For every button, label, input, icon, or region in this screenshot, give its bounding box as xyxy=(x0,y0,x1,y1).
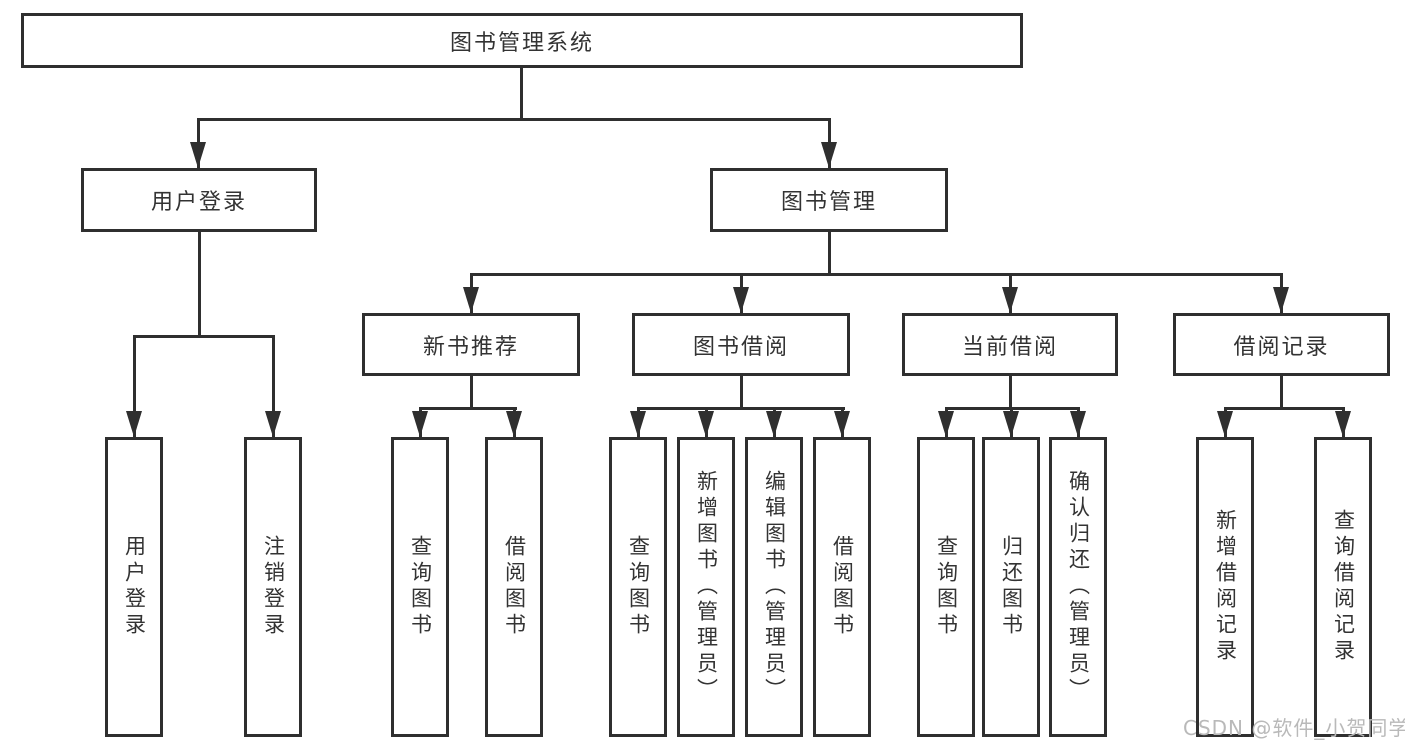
arrowhead-leaf-bb-edit xyxy=(766,411,782,437)
connector-to-leaf-login xyxy=(133,335,136,437)
connector-current-borrowing-stem xyxy=(1009,376,1012,407)
connector-new-book-rec-stem xyxy=(470,376,473,407)
node-book-borrowing: 图书借阅 xyxy=(632,313,850,376)
leaf-rec-query-books: 查询图书 xyxy=(391,437,449,737)
arrowhead-leaf-cb-return xyxy=(1003,411,1019,437)
connector-book-borrowing-stem xyxy=(740,376,743,407)
arrowhead-leaf-rec-query xyxy=(412,411,428,437)
arrowhead-leaf-cb-query xyxy=(938,411,954,437)
connector-new-book-rec-distributor xyxy=(419,407,517,410)
arrowhead-book-management xyxy=(821,142,837,168)
arrowhead-leaf-bb-query xyxy=(630,411,646,437)
leaf-br-query-record: 查询借阅记录 xyxy=(1314,437,1372,737)
leaf-cb-query-books: 查询图书 xyxy=(917,437,975,737)
node-book-management: 图书管理 xyxy=(710,168,948,232)
connector-root-stem xyxy=(520,68,523,118)
arrowhead-new-book-rec xyxy=(463,287,479,313)
arrowhead-leaf-login xyxy=(126,411,142,437)
node-new-book-recommendation: 新书推荐 xyxy=(362,313,580,376)
connector-root-distributor xyxy=(197,118,831,121)
connector-borrowing-records-distributor xyxy=(1224,407,1345,410)
leaf-bb-edit-books-admin: 编辑图书（管理员） xyxy=(745,437,803,737)
arrowhead-leaf-logout xyxy=(265,411,281,437)
leaf-bb-add-books-admin: 新增图书（管理员） xyxy=(677,437,735,737)
arrowhead-leaf-br-query xyxy=(1335,411,1351,437)
leaf-logout: 注销登录 xyxy=(244,437,302,737)
connector-user-login-distributor xyxy=(133,335,275,338)
connector-user-login-stem xyxy=(198,232,201,335)
leaf-br-add-record: 新增借阅记录 xyxy=(1196,437,1254,737)
arrowhead-user-login xyxy=(190,142,206,168)
node-borrowing-records: 借阅记录 xyxy=(1173,313,1390,376)
leaf-cb-confirm-return-admin: 确认归还（管理员） xyxy=(1049,437,1107,737)
leaf-cb-return-books: 归还图书 xyxy=(982,437,1040,737)
node-current-borrowing: 当前借阅 xyxy=(902,313,1118,376)
arrowhead-book-borrowing xyxy=(733,287,749,313)
arrowhead-current-borrowing xyxy=(1002,287,1018,313)
node-user-login: 用户登录 xyxy=(81,168,317,232)
arrowhead-leaf-br-add xyxy=(1217,411,1233,437)
node-library-management-system: 图书管理系统 xyxy=(21,13,1023,68)
leaf-rec-borrow-books: 借阅图书 xyxy=(485,437,543,737)
connector-book-borrowing-distributor xyxy=(637,407,845,410)
csdn-watermark: CSDN @软件_小贺同学 xyxy=(1183,716,1405,740)
arrowhead-leaf-bb-add xyxy=(698,411,714,437)
connector-book-mgmt-distributor xyxy=(470,273,1283,276)
leaf-user-login: 用户登录 xyxy=(105,437,163,737)
arrowhead-leaf-bb-borrow xyxy=(834,411,850,437)
leaf-bb-borrow-books: 借阅图书 xyxy=(813,437,871,737)
arrowhead-leaf-cb-confirm xyxy=(1070,411,1086,437)
arrowhead-leaf-rec-borrow xyxy=(506,411,522,437)
leaf-bb-query-books: 查询图书 xyxy=(609,437,667,737)
connector-to-leaf-logout xyxy=(272,335,275,437)
connector-borrowing-records-stem xyxy=(1280,376,1283,407)
arrowhead-borrowing-records xyxy=(1273,287,1289,313)
connector-book-mgmt-stem xyxy=(828,232,831,273)
